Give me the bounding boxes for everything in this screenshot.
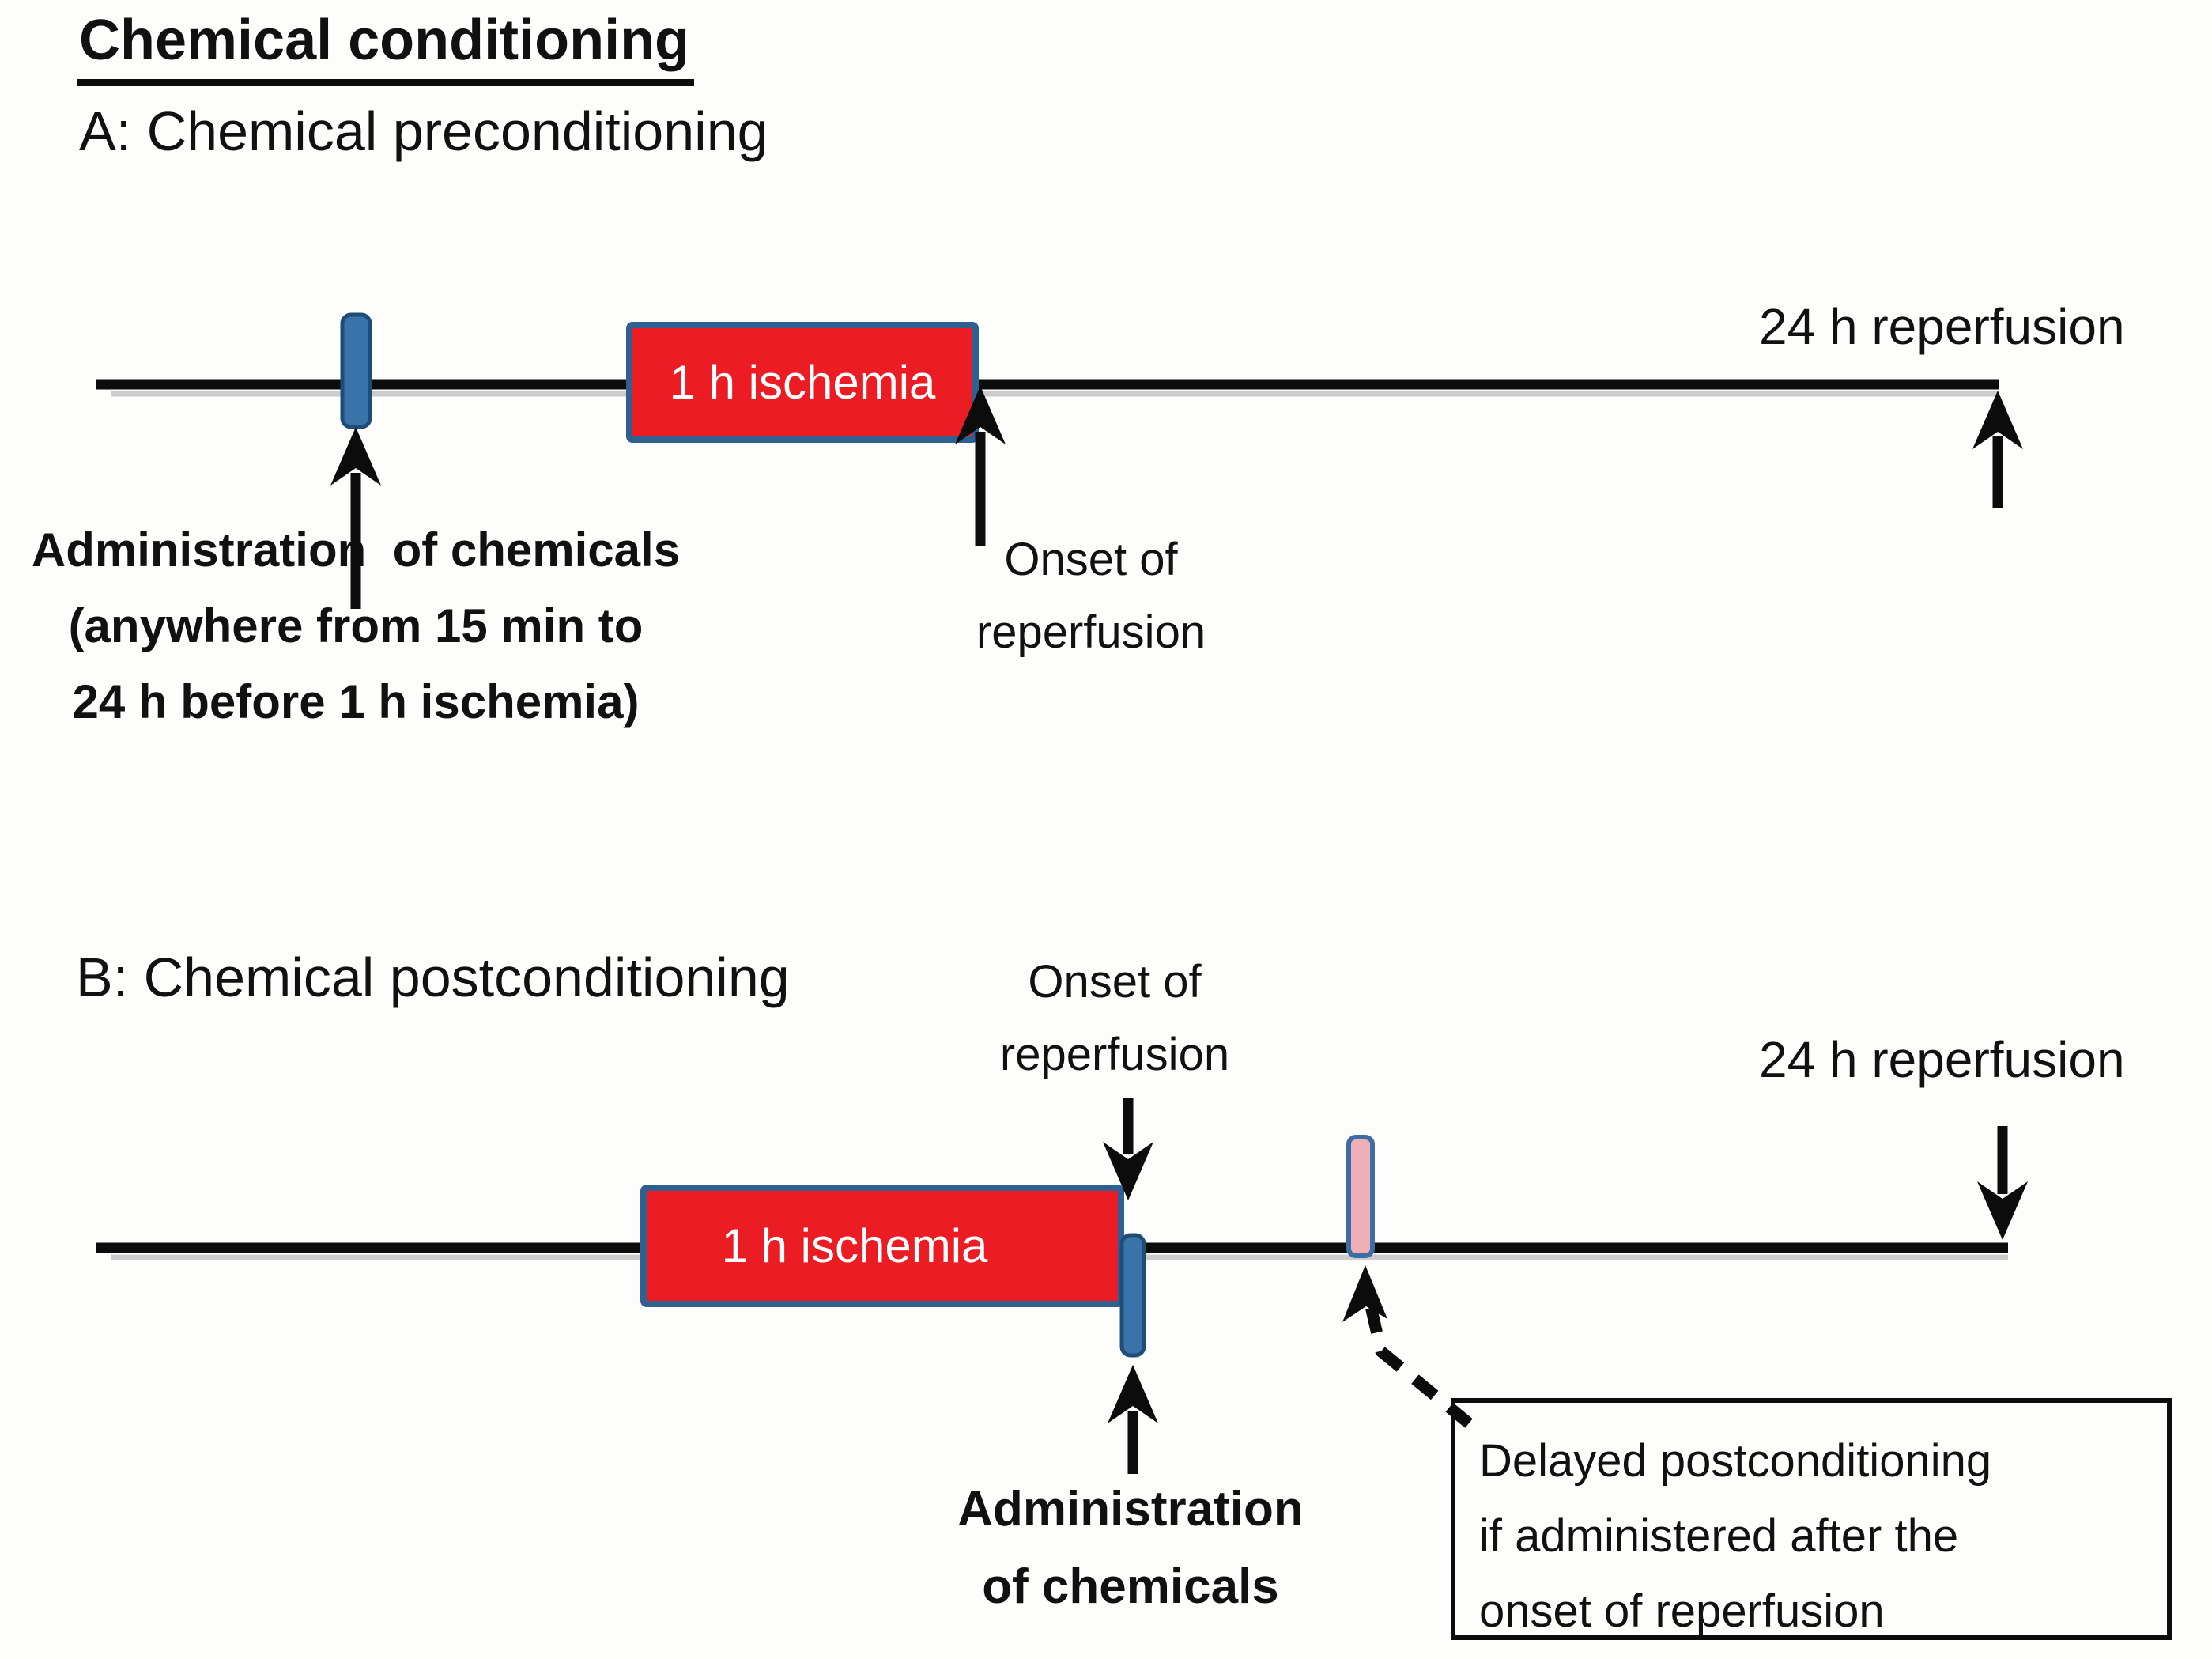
admin-tick-a (340, 312, 372, 429)
figure-title: Chemical conditioning (77, 8, 695, 86)
section-b-heading: B: Chemical postconditioning (76, 947, 790, 1008)
reperfusion-arrow-b (1977, 1126, 2028, 1240)
ischemia-box-b: 1 h ischemia (640, 1185, 1124, 1307)
reperfusion-24h-label-b: 24 h reperfusion (1759, 1031, 2125, 1088)
admin-chemicals-label-a: Administration of chemicals (anywhere fr… (31, 523, 681, 728)
ischemia-label-a: 1 h ischemia (669, 356, 936, 409)
admin-tick-b (1119, 1233, 1146, 1358)
section-a-heading: A: Chemical preconditioning (79, 100, 768, 162)
onset-arrow-b (1103, 1098, 1153, 1200)
ischemia-box-a: 1 h ischemia (626, 322, 979, 443)
admin-chemicals-label-b: Administration of chemicals (957, 1482, 1304, 1614)
admin-arrow-b (1108, 1365, 1158, 1474)
reperfusion-arrow-a (1972, 391, 2023, 508)
delayed-tick-b (1346, 1135, 1375, 1258)
ischemia-label-b: 1 h ischemia (721, 1219, 988, 1272)
onset-reperfusion-label-b: Onset of reperfusion (999, 956, 1230, 1080)
delayed-dashed-arrow (1342, 1265, 1473, 1428)
reperfusion-24h-label-a: 24 h reperfusion (1759, 298, 2125, 355)
onset-arrow-a (955, 386, 1006, 546)
onset-reperfusion-label-a: Onset of reperfusion (976, 534, 1206, 658)
delayed-postconditioning-note: Delayed postconditioning if administered… (1451, 1398, 2172, 1640)
timeline-a (96, 379, 1999, 397)
admin-arrow-a (330, 427, 381, 609)
